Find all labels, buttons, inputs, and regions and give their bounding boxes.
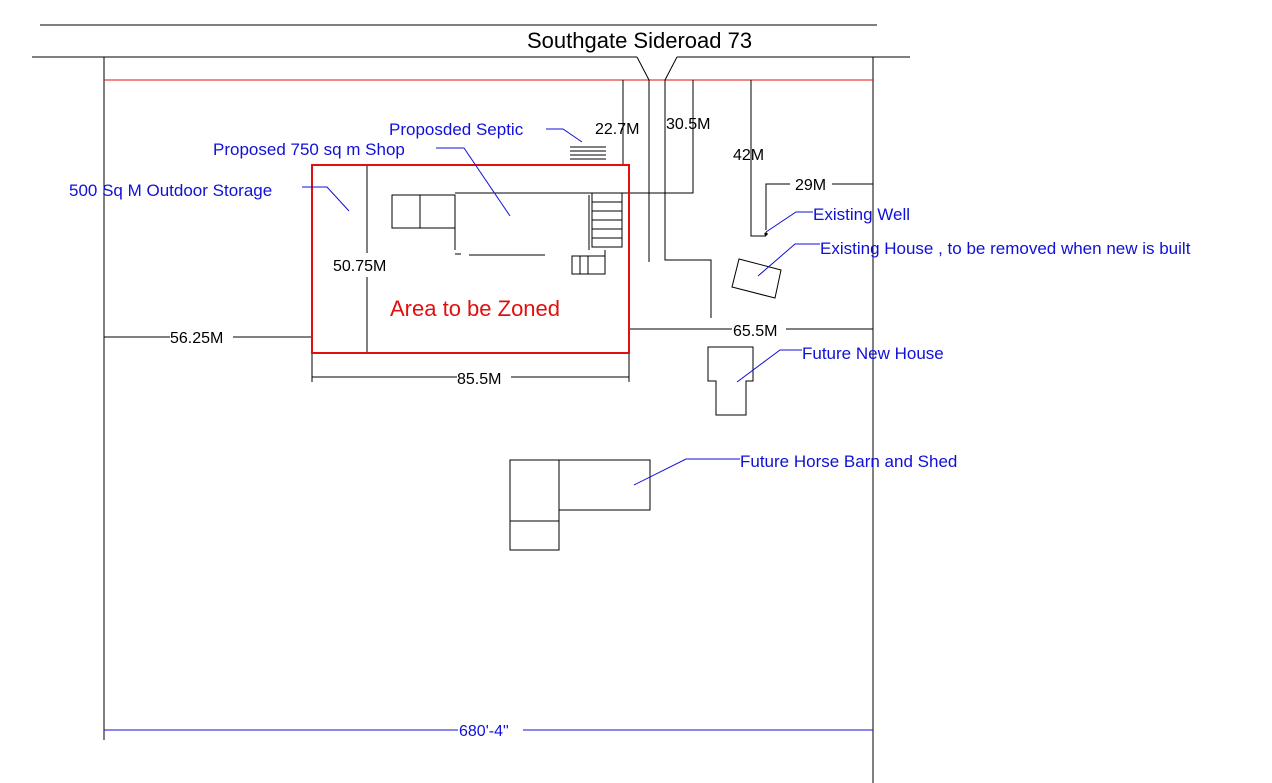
septic-label: Proposded Septic xyxy=(389,120,524,139)
dim-22-7: 22.7M xyxy=(595,121,639,138)
dim-50-75: 50.75M xyxy=(333,258,386,275)
septic-leader xyxy=(546,128,583,143)
proposed-shop xyxy=(391,192,623,275)
frontage-dim: 680'-4" xyxy=(459,723,509,740)
storage-leader xyxy=(302,186,350,212)
dim-line-42 xyxy=(750,80,766,237)
future-new-house xyxy=(707,346,754,416)
barn-main xyxy=(558,459,651,511)
leader-lines xyxy=(302,128,820,486)
well-label: Existing Well xyxy=(813,205,910,224)
dim-29: 29M xyxy=(795,177,826,194)
road-name: Southgate Sideroad 73 xyxy=(527,28,752,53)
existing-house-label: Existing House , to be removed when new … xyxy=(820,239,1191,258)
dim-line-30-5 xyxy=(455,80,694,194)
shop-office-block xyxy=(391,194,456,229)
existing-house xyxy=(731,258,782,299)
dim-30-5: 30.5M xyxy=(666,116,710,133)
barn-leader xyxy=(633,458,740,486)
existing-house-leader xyxy=(757,243,820,277)
property-boundary xyxy=(103,57,874,783)
road: Southgate Sideroad 73 xyxy=(32,24,910,58)
driveway-east-edge xyxy=(664,56,712,318)
dim-line-29-left xyxy=(765,183,790,230)
septic-bed xyxy=(570,146,606,160)
dim-65-5: 65.5M xyxy=(733,323,777,340)
dim-56-25: 56.25M xyxy=(170,330,223,347)
barn-shed xyxy=(509,459,560,551)
existing-well-marker xyxy=(764,232,768,236)
zoning-area: Area to be Zoned xyxy=(311,164,630,354)
future-horse-barn xyxy=(509,459,651,551)
new-house-leader xyxy=(736,349,802,383)
setback-lines xyxy=(104,80,873,731)
dim-42: 42M xyxy=(733,147,764,164)
shop-label: Proposed 750 sq m Shop xyxy=(213,140,405,159)
storage-label: 500 Sq M Outdoor Storage xyxy=(69,181,272,200)
driveway-west-edge xyxy=(636,56,650,262)
shop-leader xyxy=(436,147,511,217)
zoning-rectangle xyxy=(311,164,630,354)
well-leader xyxy=(765,211,813,233)
driveway xyxy=(636,56,712,318)
barn-label: Future Horse Barn and Shed xyxy=(740,452,957,471)
zoning-label: Area to be Zoned xyxy=(390,296,560,321)
new-house-label: Future New House xyxy=(802,344,944,363)
dim-85-5: 85.5M xyxy=(457,371,501,388)
